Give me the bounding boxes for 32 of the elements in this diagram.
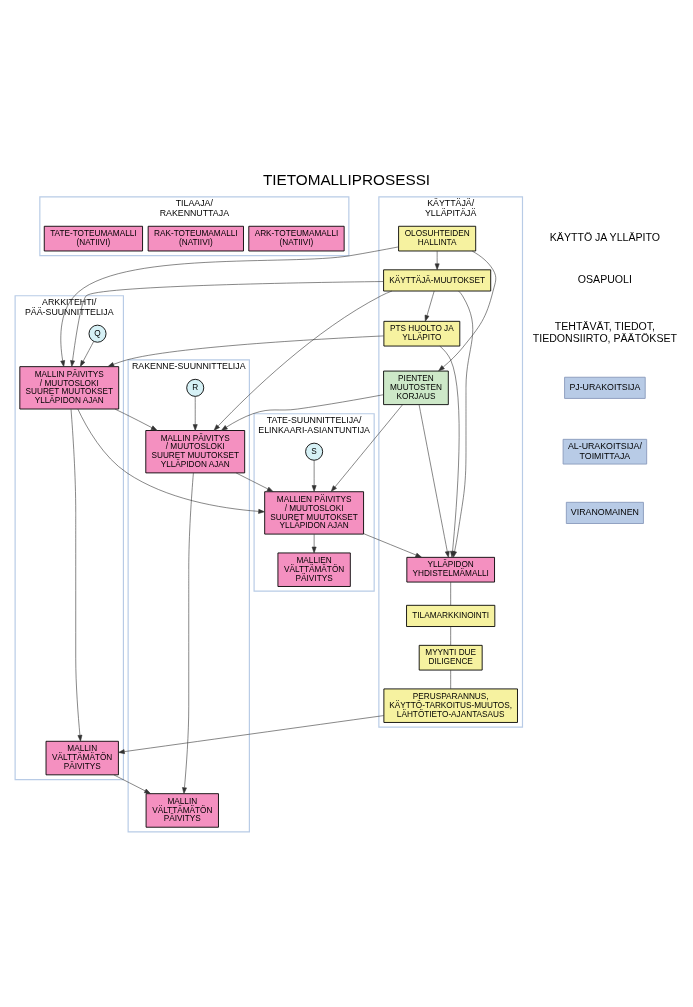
arrow <box>418 404 450 558</box>
arrow <box>434 250 440 271</box>
arrow <box>363 533 422 558</box>
arrow <box>438 250 497 372</box>
connector <box>450 626 451 646</box>
arrow <box>330 404 403 492</box>
arrow <box>311 460 317 492</box>
arrow <box>77 408 265 514</box>
arrow <box>311 533 317 554</box>
connector <box>450 669 451 690</box>
diagram-title: TIETOMALLIPROSESSI <box>262 170 431 188</box>
arrow <box>424 290 435 322</box>
arrow <box>221 394 384 431</box>
connector <box>450 581 451 606</box>
label: OSAPUOLI <box>577 273 632 286</box>
arrow <box>118 715 385 754</box>
node-box: VIRANOMAINEN <box>565 501 644 524</box>
arrow <box>192 396 198 431</box>
arrow <box>182 472 194 794</box>
arrow <box>107 335 384 367</box>
arrow <box>60 246 399 367</box>
arrow <box>113 774 151 794</box>
label: TEHTÄVÄT, TIEDOT, TIEDONSIIRTO, PÄÄTÖKSET <box>532 320 677 345</box>
arrow <box>70 281 384 367</box>
arrow <box>70 408 83 742</box>
node-box: PJ-URAKOITSIJA <box>564 376 646 399</box>
arrow <box>80 341 94 367</box>
arrow <box>114 408 158 431</box>
label: KÄYTTÖ JA YLLÄPITO <box>549 231 660 244</box>
arrow <box>235 472 274 492</box>
node-box: AL-URAKOITSIJA/ TOIMITTAJA <box>562 438 648 465</box>
arrow <box>213 290 393 431</box>
